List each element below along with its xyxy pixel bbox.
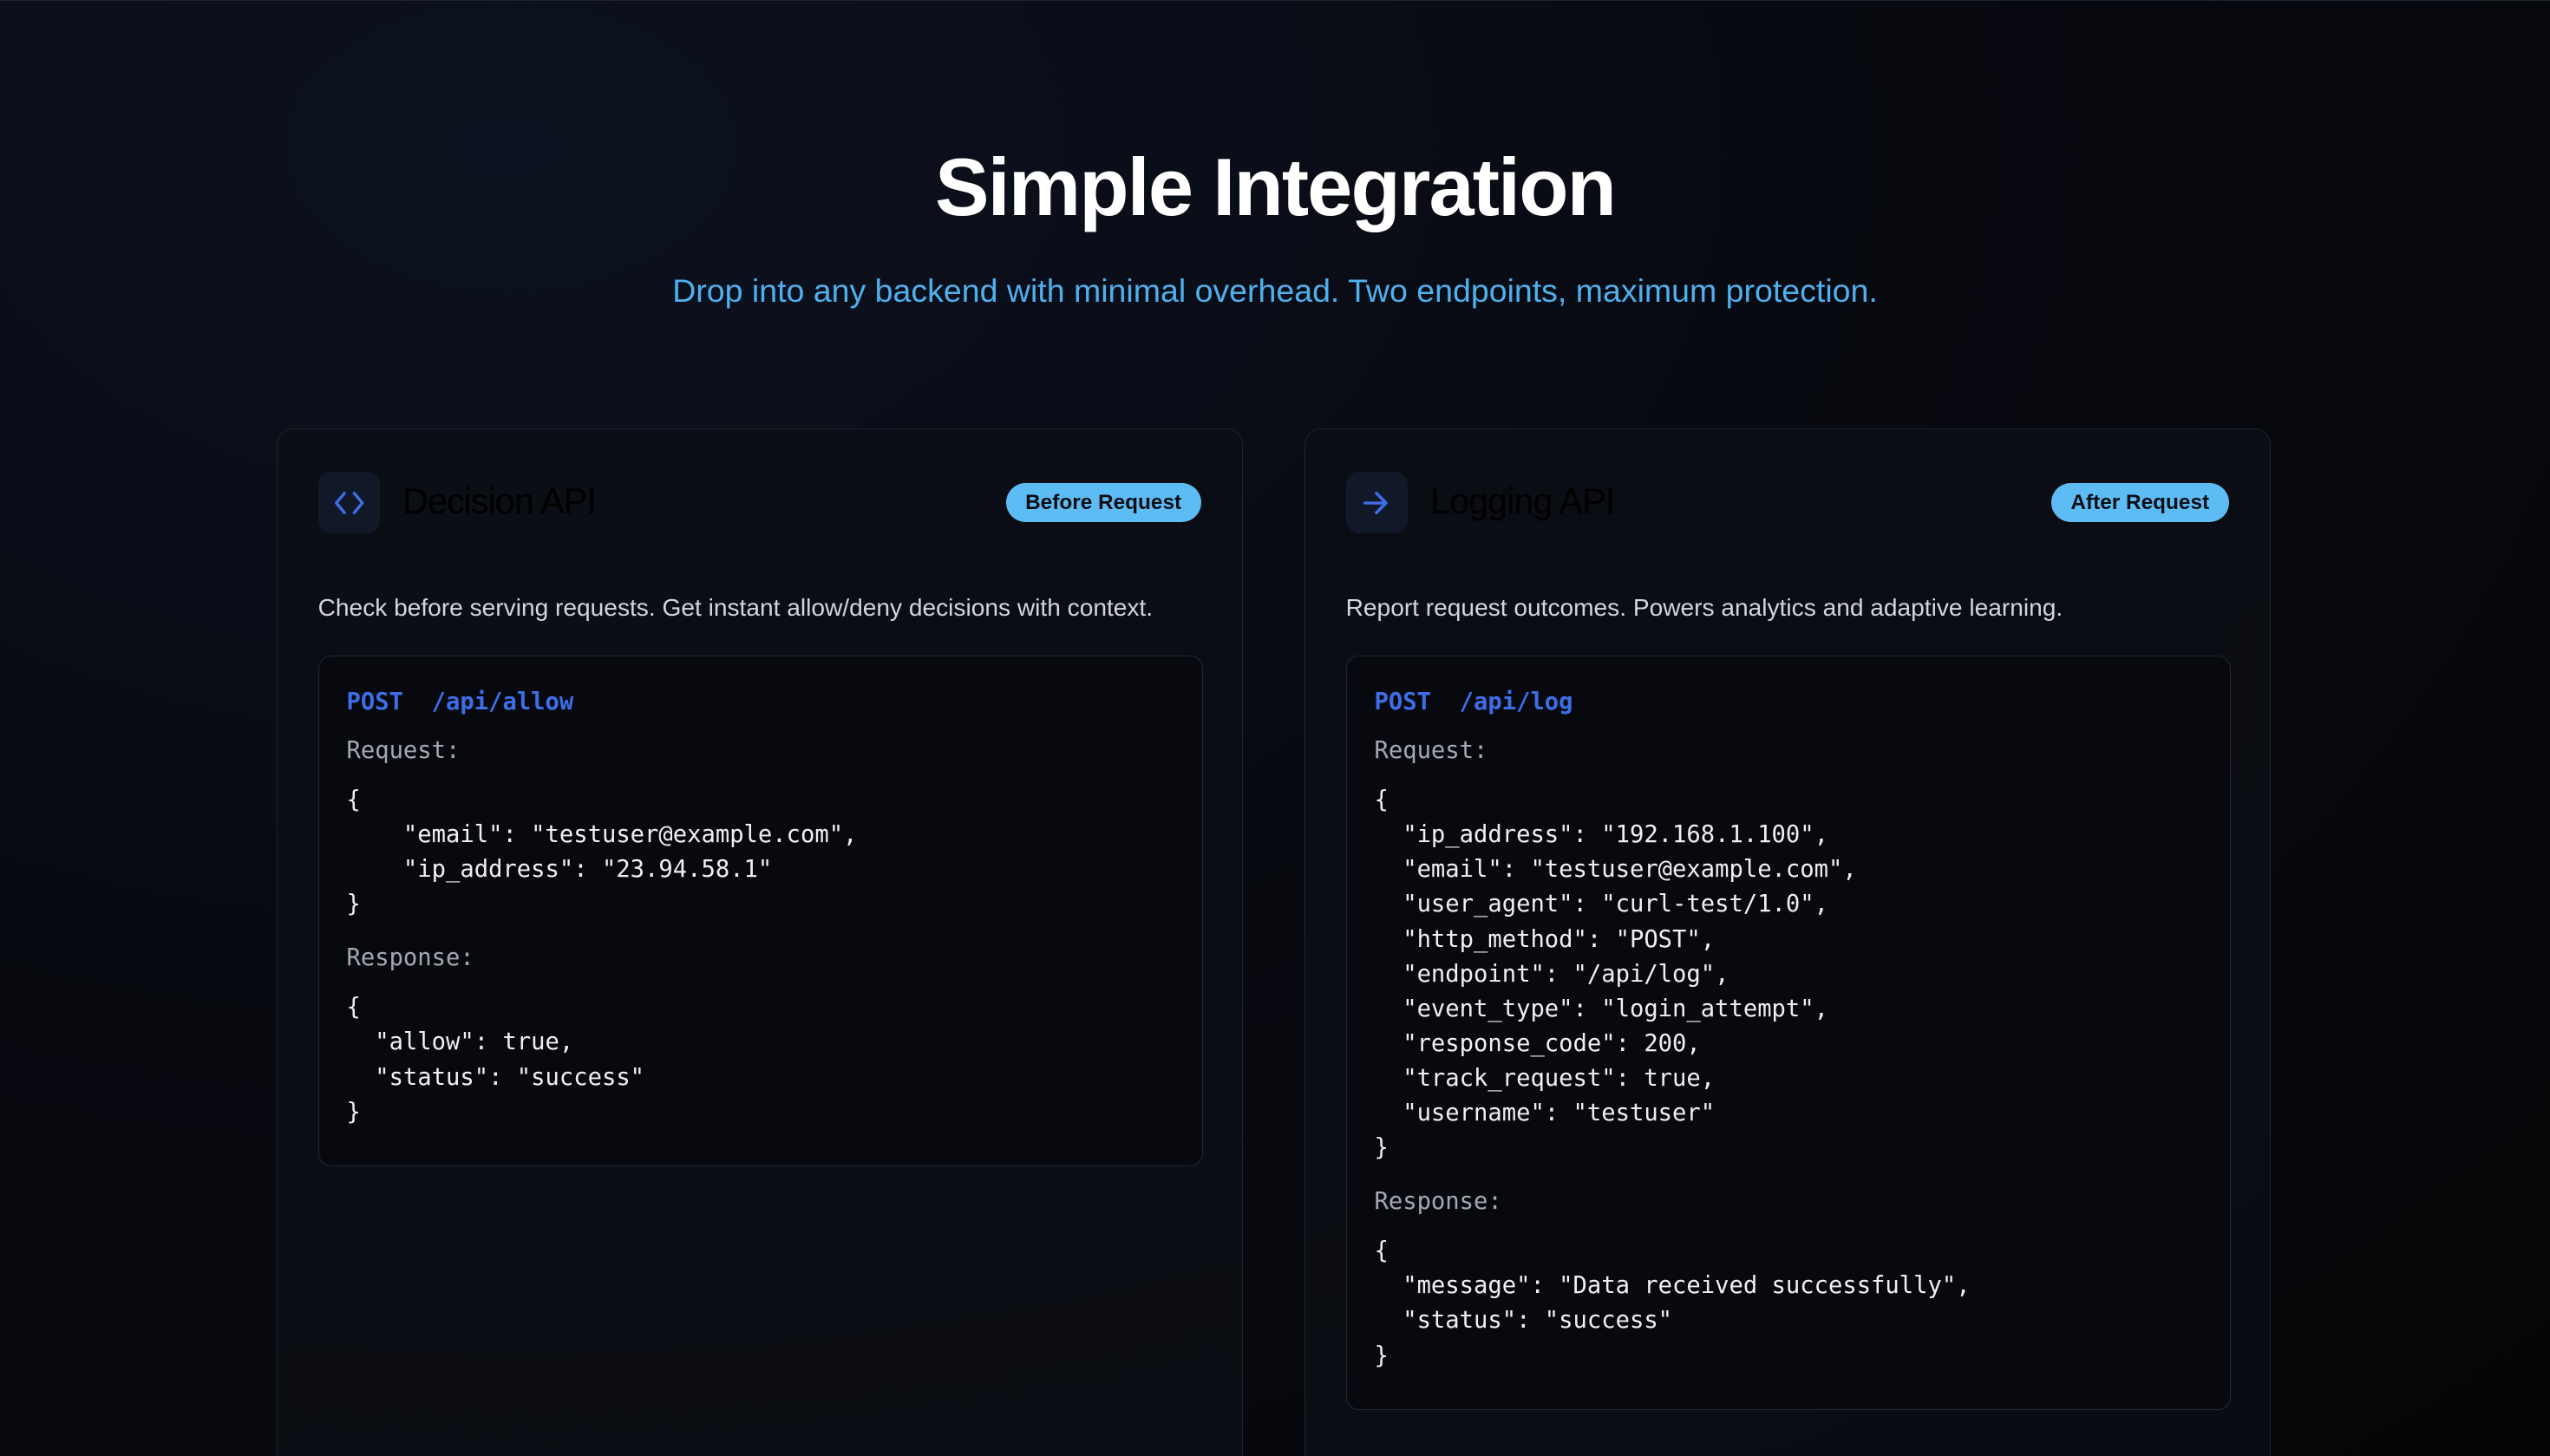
logging-api-card: Logging API After Request Report request…	[1304, 428, 2271, 1456]
code-block: POST /api/log Request: { "ip_address": "…	[1345, 655, 2231, 1410]
response-label: Response:	[1374, 1188, 1502, 1216]
request-label: Request:	[346, 737, 461, 764]
endpoint: POST /api/log	[1374, 688, 1573, 715]
code-block: POST /api/allow Request: { "email": "tes…	[317, 655, 1203, 1166]
section-subtitle: Drop into any backend with minimal overh…	[672, 272, 1878, 310]
response-body: { "message": "Data received successfully…	[1374, 1237, 1971, 1369]
endpoint: POST /api/allow	[346, 688, 574, 715]
card-description: Report request outcomes. Powers analytic…	[1345, 593, 2063, 621]
request-body: { "ip_address": "192.168.1.100", "email"…	[1374, 787, 1857, 1162]
card-description: Check before serving requests. Get insta…	[317, 593, 1154, 621]
code-brackets-icon	[317, 471, 380, 534]
request-label: Request:	[1374, 737, 1488, 764]
decision-api-card: Decision API Before Request Check before…	[276, 428, 1243, 1456]
section-title: Simple Integration	[934, 141, 1617, 233]
arrow-right-icon	[1345, 471, 1408, 534]
card-title: Decision API	[402, 481, 597, 522]
response-body: { "allow": true, "status": "success" }	[346, 994, 645, 1126]
response-label: Response:	[346, 944, 474, 972]
timing-badge: Before Request	[1005, 483, 1201, 522]
timing-badge: After Request	[2050, 483, 2229, 522]
request-body: { "email": "testuser@example.com", "ip_a…	[346, 787, 858, 918]
card-title: Logging API	[1430, 481, 1615, 522]
